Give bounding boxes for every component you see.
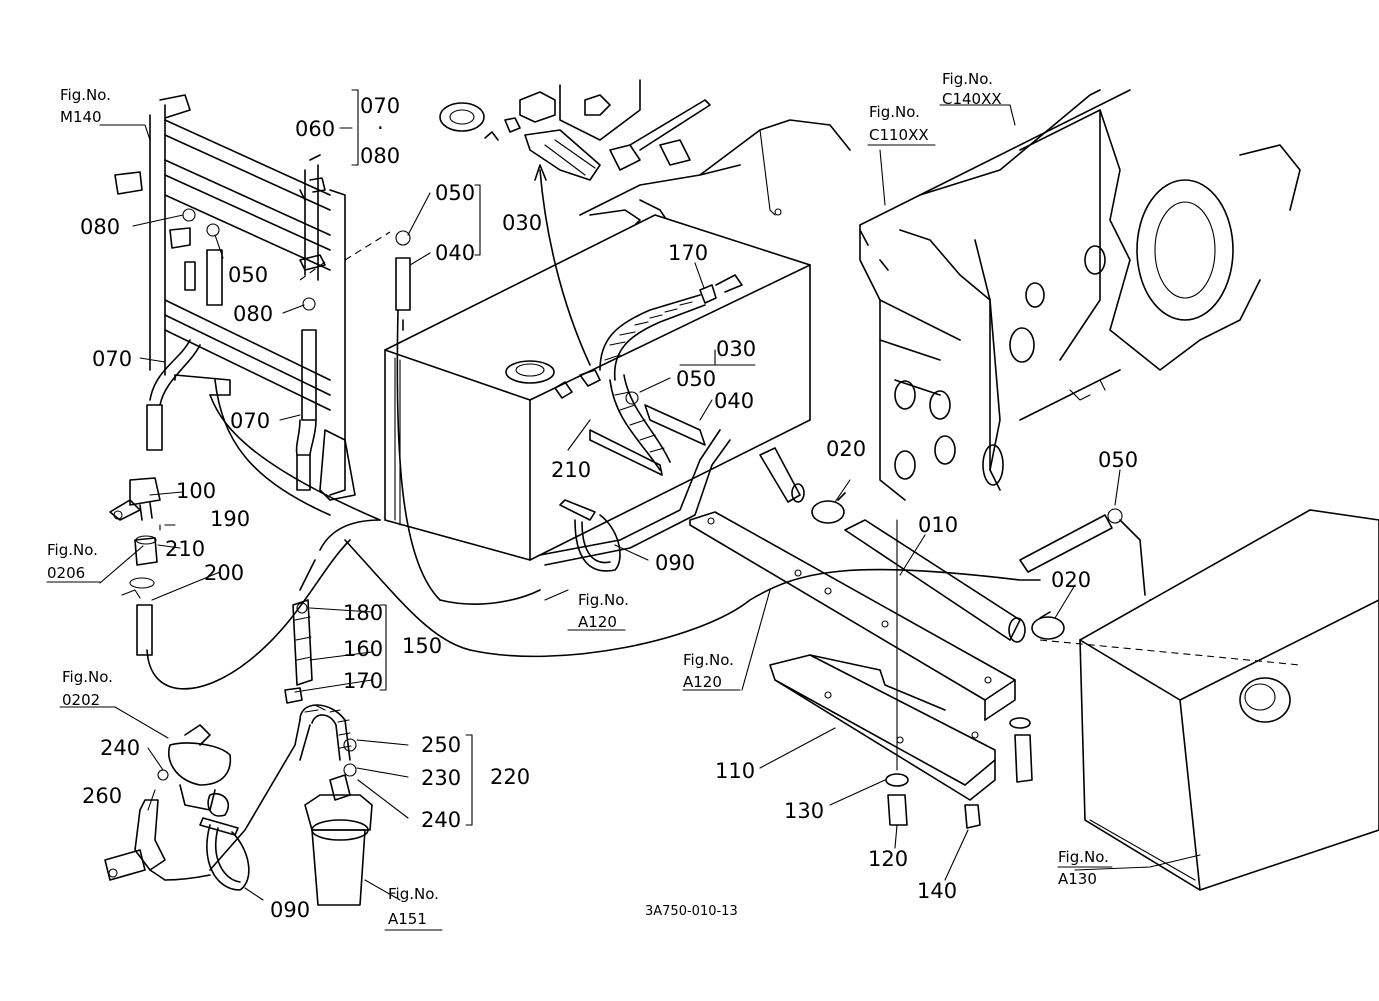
part-number-labels: 060 070 · 080 050 030 040 080 050 080 07…: [80, 94, 1138, 922]
fuel-filter-a151: [304, 774, 373, 906]
part-070-left: 070: [92, 347, 132, 371]
part-180: 180: [343, 601, 383, 625]
part-020-upper: 020: [826, 437, 866, 461]
fig-ref-a120-left-label: Fig.No.: [578, 591, 629, 609]
part-050-upper: 050: [435, 181, 475, 205]
part-240-right: 240: [421, 808, 461, 832]
part-130: 130: [784, 799, 824, 823]
fig-ref-a151-code: A151: [388, 910, 427, 928]
part-050-left: 050: [228, 263, 268, 287]
fig-ref-0202-code: 0202: [62, 691, 100, 709]
fig-ref-c110xx-code: C110XX: [869, 126, 929, 144]
part-090-upper: 090: [655, 551, 695, 575]
fig-ref-c110xx-label: Fig.No.: [869, 103, 920, 121]
fig-ref-a120-left-code: A120: [578, 613, 617, 631]
auxiliary-tank-a130: [1039, 509, 1379, 891]
fig-ref-a120-mid-label: Fig.No.: [683, 651, 734, 669]
part-080-mid: 080: [233, 302, 273, 326]
part-030-mid: 030: [716, 337, 756, 361]
hose-010: [759, 447, 1026, 643]
part-250: 250: [421, 733, 461, 757]
shutoff-valve-assembly: [439, 91, 601, 181]
fig-ref-a130-label: Fig.No.: [1058, 848, 1109, 866]
part-020-lower: 020: [1051, 568, 1091, 592]
part-080-top: 080: [360, 144, 400, 168]
part-050-right: 050: [1098, 448, 1138, 472]
part-080-left: 080: [80, 215, 120, 239]
strainer-200: [121, 535, 158, 656]
part-100: 100: [176, 479, 216, 503]
separator-dot: ·: [377, 116, 384, 140]
part-220: 220: [490, 765, 530, 789]
hose-050-right: [1019, 508, 1173, 613]
drawing-number: 3A750-010-13: [645, 904, 738, 919]
part-240-left: 240: [100, 736, 140, 760]
bolts-and-washers: [885, 519, 1033, 829]
frame-hoses: [146, 208, 317, 491]
upper-bracket-linkage: [559, 79, 851, 236]
fig-ref-0206-label: Fig.No.: [47, 541, 98, 559]
leader-lines: [46, 89, 1201, 931]
tank-support-bracket: [689, 511, 1016, 721]
transmission-housing: [859, 89, 1301, 501]
tank-hoses: [589, 274, 743, 476]
part-170-lower: 170: [343, 669, 383, 693]
part-150: 150: [402, 634, 442, 658]
hose-220: [209, 687, 357, 871]
part-260: 260: [82, 784, 122, 808]
left-frame: [114, 94, 381, 521]
return-lines: [439, 429, 731, 605]
guard-plate: [769, 654, 996, 801]
part-060: 060: [295, 117, 335, 141]
part-230: 230: [421, 766, 461, 790]
fig-ref-a151-label: Fig.No.: [388, 885, 439, 903]
fuel-pump-0202: [157, 724, 232, 817]
part-110: 110: [715, 759, 755, 783]
part-200: 200: [204, 561, 244, 585]
part-210-tank: 210: [551, 458, 591, 482]
strainer-tube: [292, 599, 313, 686]
part-090-lower: 090: [270, 898, 310, 922]
connection-arrow: [534, 164, 591, 366]
part-120: 120: [868, 847, 908, 871]
tank-feed-line: [395, 230, 441, 601]
fig-ref-0206-code: 0206: [47, 564, 85, 582]
part-210-left: 210: [165, 537, 205, 561]
hose-band-lower: [164, 817, 250, 891]
part-010: 010: [918, 513, 958, 537]
fuel-cock-100: [109, 477, 161, 521]
part-040-upper: 040: [435, 241, 475, 265]
part-160: 160: [343, 637, 383, 661]
fig-ref-0202-label: Fig.No.: [62, 668, 113, 686]
fuel-tank: [384, 214, 811, 561]
fig-ref-a130-code: A130: [1058, 870, 1097, 888]
part-070-mid: 070: [230, 409, 270, 433]
elbow-260: [104, 799, 166, 881]
fig-ref-c140xx-label: Fig.No.: [942, 70, 993, 88]
part-040-mid: 040: [714, 389, 754, 413]
part-140: 140: [917, 879, 957, 903]
fig-ref-a120-mid-code: A120: [683, 673, 722, 691]
fig-ref-m140-code: M140: [60, 108, 102, 126]
fig-ref-c140xx-code: C140XX: [942, 90, 1002, 108]
clamps-020: [811, 492, 1065, 640]
part-190: 190: [210, 507, 250, 531]
part-050-mid: 050: [676, 367, 716, 391]
part-030-upper: 030: [502, 211, 542, 235]
part-070-top: 070: [360, 94, 400, 118]
fig-ref-m140-label: Fig.No.: [60, 86, 111, 104]
part-170-upper: 170: [668, 241, 708, 265]
figure-references: Fig.No. M140 Fig.No. C140XX Fig.No. C110…: [47, 70, 1109, 928]
dashed-guides: [299, 231, 391, 281]
